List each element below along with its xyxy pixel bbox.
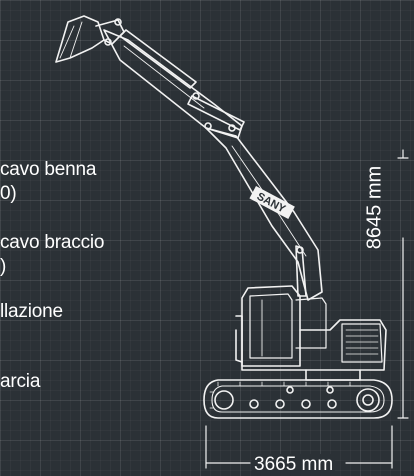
brand-logo: SANY xyxy=(249,186,295,220)
spec-label-5: llazione xyxy=(0,301,63,322)
arm xyxy=(103,29,243,139)
height-dimension-label: 8645 mm xyxy=(363,165,386,250)
spec-label-1: cavo benna xyxy=(0,159,97,180)
width-dimension-line xyxy=(205,425,393,469)
spec-label-2: 0) xyxy=(0,183,17,204)
spec-label-3: cavo braccio xyxy=(0,232,105,253)
spec-label-6: arcia xyxy=(0,371,41,392)
track xyxy=(203,379,393,419)
width-dimension-label: 3665 mm xyxy=(252,454,336,476)
upper-structure xyxy=(235,315,387,371)
boom xyxy=(205,127,323,301)
height-dimension-line xyxy=(397,149,409,419)
bucket xyxy=(55,15,105,63)
spec-label-4: ) xyxy=(0,256,7,277)
